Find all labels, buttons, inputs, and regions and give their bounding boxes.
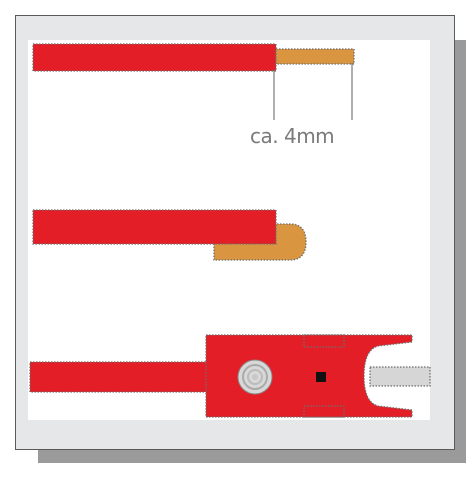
- wire-insulation-2: [32, 209, 277, 245]
- dimension-label: ca. 4mm: [250, 124, 335, 148]
- terminal-bottom-notch: [303, 405, 345, 418]
- step-1-stripped-wire: [32, 43, 355, 120]
- terminal-body: [205, 334, 413, 418]
- wire-insulation-1: [32, 43, 277, 72]
- exposed-conductor: [275, 48, 355, 65]
- wire-insulation-3: [29, 361, 211, 393]
- step-3-terminal-assembly: [29, 334, 431, 418]
- terminal-screw: [237, 359, 273, 395]
- step-2-folded-wire: [32, 209, 307, 261]
- terminal-top-notch: [303, 334, 345, 348]
- terminal-pin: [369, 366, 431, 387]
- terminal-hole: [316, 372, 326, 382]
